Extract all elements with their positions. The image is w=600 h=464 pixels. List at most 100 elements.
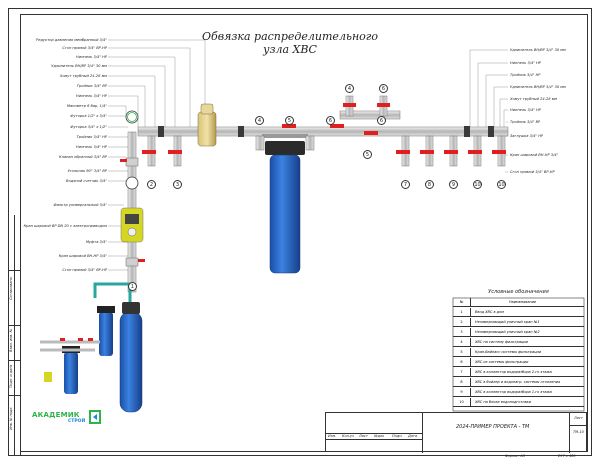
stamp-col-podp: Подп.	[392, 434, 403, 438]
marker-10: 10	[473, 180, 482, 189]
outlet-10-handle	[468, 150, 482, 154]
left-label-16: Фильтр универсальный 3/4"	[53, 203, 107, 207]
manometer-top-rim	[127, 112, 137, 122]
left-leader-lines	[108, 39, 206, 271]
legend-row-num: 4	[453, 338, 471, 347]
teal-pipe-loop	[93, 282, 132, 298]
title-line-1: Обвязка распределительного	[202, 30, 378, 43]
stamp-col-kol: Кол.уч	[342, 434, 355, 438]
mini-valve-2	[78, 338, 83, 341]
manometer-mid	[125, 176, 139, 190]
stamp-col-ndoc: №док	[374, 434, 385, 438]
left-label-4: Удлинитель ВН/ВР 3/4" 30 мм	[51, 64, 107, 68]
left-label-18: Муфта 3/4"	[85, 240, 107, 244]
manifold-valve-a-handle	[282, 124, 296, 128]
left-label-6: Тройник 3/4" ВР	[76, 84, 107, 88]
title-line-2: узла ХВС	[263, 43, 317, 56]
filter-bracket	[262, 134, 308, 138]
manifold-fitting-3	[464, 126, 470, 137]
marker-1: 1	[128, 282, 137, 291]
mini-manifold	[40, 340, 100, 352]
outlet-11-handle	[492, 150, 506, 154]
outer-frame	[8, 8, 592, 456]
legend-col-num: №	[453, 298, 471, 307]
right-label-4: Удлинитель ВН/ВР 3/4" 30 мм	[510, 85, 566, 89]
logo-line-2: СТРОЙ	[68, 419, 86, 424]
legend-row-name: ХВС из системы фильтрации	[475, 360, 529, 364]
legend-row-name: ХВС в коллектор водоразбора 2-го этажа	[475, 370, 552, 374]
marker-3: 3	[173, 180, 182, 189]
legend-row-name: ХВС на систему фильтрации	[475, 340, 528, 344]
stamp-grid-v1	[326, 413, 423, 453]
right-label-3: Тройник 3/4" НР	[510, 73, 541, 77]
manifold-valve-b-handle	[330, 124, 344, 128]
stamp-project-code: 2024-ПРИМЕР ПРОЕКТА - ТМ	[456, 424, 530, 430]
manifold-fitting-4	[488, 126, 494, 137]
stamp-grid-v2	[569, 413, 570, 453]
riser-valve-1	[125, 157, 139, 167]
logo-line-1: АКАДЕМИК	[32, 411, 80, 419]
left-label-20: Сгон прямой 3/4" ВР-НР	[62, 268, 107, 272]
stamp-sheet-code: ТМ-10	[573, 430, 584, 434]
stamp-grid-h3	[569, 425, 588, 426]
mini-softener-head	[122, 302, 140, 314]
marker-5b: 5	[363, 150, 372, 159]
water-meter-dial	[127, 227, 137, 237]
left-label-7: Ниппель 3/4" НР	[76, 94, 107, 98]
left-label-3: Ниппель 3/4" НР	[76, 55, 107, 59]
marker-4a: 4	[255, 116, 264, 125]
left-label-11: Тройник 3/4" НР	[76, 135, 107, 139]
drawing-title: Обвязка распределительного узла ХВС	[200, 30, 380, 56]
right-label-1: Удлинитель ВН/ВР 3/4" 30 мм	[510, 48, 566, 52]
filter-head	[265, 141, 305, 155]
right-label-5: Хомут трубный 24-28 мм	[510, 97, 558, 101]
left-label-12: Ниппель 3/4" НР	[76, 145, 107, 149]
marker-11: 10	[497, 180, 506, 189]
binding-divider-4	[8, 395, 20, 396]
marker-2: 2	[147, 180, 156, 189]
right-label-2: Ниппель 3/4" НР	[510, 61, 541, 65]
mini-valve-1	[60, 338, 65, 341]
legend-row-num: 9	[453, 388, 471, 397]
filter-housing	[269, 154, 301, 274]
isometric-mini-render	[40, 282, 143, 413]
manifold-fitting-1	[158, 126, 164, 137]
mini-meter	[44, 372, 52, 382]
binding-divider-1	[8, 270, 20, 271]
legend-header-row: № Наименование	[453, 298, 584, 307]
filter-in-pipe	[255, 135, 265, 151]
filter-out-pipe	[305, 135, 315, 151]
marker-6a: 6	[326, 116, 335, 125]
stamp-size: 297 х 420	[558, 454, 576, 458]
mini-softener-tank	[119, 311, 143, 413]
right-label-7: Тройник 3/4" ВР	[510, 120, 541, 124]
outlet-8-handle	[420, 150, 434, 154]
left-label-2: Сгон прямой 3/4" ВР-НР	[62, 46, 107, 50]
legend-row-name: Ввод ХВС в дом	[475, 310, 504, 314]
outlet-7-handle	[396, 150, 410, 154]
legend-row-num: 6	[453, 358, 471, 367]
outlet-3-valve-handle	[168, 150, 182, 154]
legend-row-num: 5	[453, 348, 471, 357]
logo-mark-icon	[89, 410, 101, 424]
left-label-10: Футорка 3/4" х 1/2"	[70, 125, 107, 129]
stamp-col-data: Дата	[408, 434, 418, 438]
left-label-15: Водяной счетчик 3/4"	[66, 179, 107, 183]
legend-row-num: 8	[453, 378, 471, 387]
left-label-8: Манометр 6 бар, 1/4"	[66, 104, 107, 108]
right-label-10: Сгон прямой 3/4" ВР-НР	[510, 170, 555, 174]
left-label-19: Кран шаровой ВН-НР 3/4"	[58, 254, 107, 258]
binding-divider-3	[8, 360, 20, 361]
mini-valve-3	[88, 338, 93, 341]
marker-7: 7	[401, 180, 410, 189]
legend-row-num: 3	[453, 328, 471, 337]
riser-valve-2	[125, 257, 139, 267]
legend-row-num: 1	[453, 308, 471, 317]
stamp-col-list: Лист	[359, 434, 368, 438]
